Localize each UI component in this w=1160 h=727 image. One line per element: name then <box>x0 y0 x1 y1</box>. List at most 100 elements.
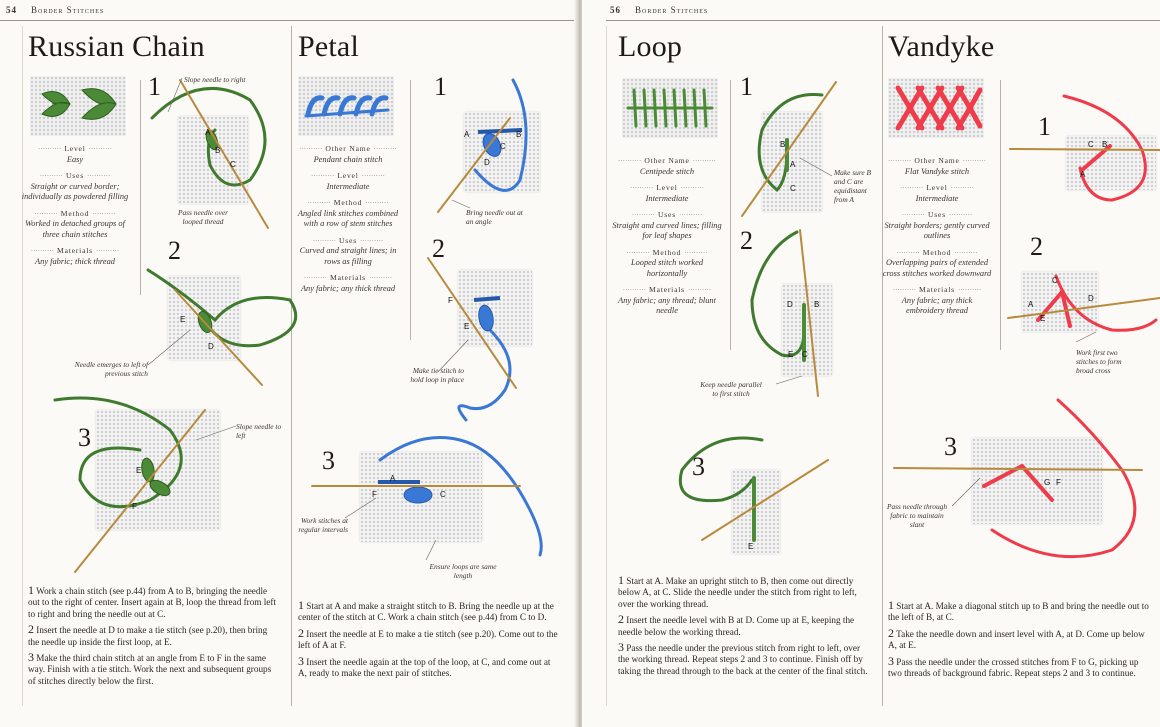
petal-canvas-3 <box>360 452 482 542</box>
materials-value: Any fabric; any thick thread <box>300 283 396 293</box>
petal-step-1: 1 <box>434 72 447 101</box>
uses-value: Straight and curved lines; filling for l… <box>612 220 722 241</box>
level-label: Level <box>882 183 992 194</box>
materials-value: Any fabric; any thread; blunt needle <box>618 295 716 316</box>
loop-canvas-2 <box>782 284 832 376</box>
other-name-label: Other Name <box>293 144 403 155</box>
method-value: Looped stitch worked horizontally <box>630 258 704 278</box>
petal-instructions: 1 Start at A and make a straight stitch … <box>298 599 560 683</box>
petal-letter-b: B <box>516 130 522 139</box>
instruction-3: 3 Pass the needle under the crossed stit… <box>888 653 1139 679</box>
level-value: Intermediate <box>326 181 370 191</box>
russian-chain-letter-f: F <box>132 502 137 511</box>
other-name-value: Centipede stitch <box>639 166 695 176</box>
ann-make-sure: Make sure B and C are equidistant from A <box>834 168 872 204</box>
uses-label: Uses <box>612 210 722 221</box>
loop-swatch <box>622 78 718 138</box>
vandyke-diagrams <box>893 94 1160 559</box>
vandyke-letter-g: G <box>1044 478 1051 487</box>
other-name-label: Other Name <box>612 156 722 167</box>
loop-inner-rule <box>730 80 731 350</box>
uses-label: Uses <box>882 210 992 221</box>
loop-title: Loop <box>618 30 683 63</box>
petal-letter-c2: C <box>440 490 446 499</box>
materials-value: Any fabric; thick thread <box>35 256 115 266</box>
petal-letter-a2: A <box>390 474 396 483</box>
running-head-left: 54 Border Stitches <box>6 5 104 15</box>
vandyke-title: Vandyke <box>888 30 995 63</box>
loop-swatch-art <box>626 88 714 128</box>
other-name-value: Flat Vandyke stitch <box>904 166 970 176</box>
russian-chain-instructions: 1 Work a chain stitch (see p.44) from A … <box>28 583 280 691</box>
section-name-right: Border Stitches <box>635 5 709 15</box>
loop-letter-d: D <box>787 300 793 309</box>
loop-diagrams <box>679 81 837 542</box>
loop-letter-c2: C <box>802 350 808 359</box>
materials-label: Materials <box>882 285 992 296</box>
column-divider-right <box>882 26 883 706</box>
ann-ensure-loops: Ensure loops are same length <box>429 562 497 580</box>
russian-chain-swatch <box>30 76 126 136</box>
petal-info: Other Name Pendant chain stitch Level In… <box>293 138 403 294</box>
loop-letter-b: B <box>780 140 786 149</box>
ann-work-first: Work first two stitches to form broad cr… <box>1076 348 1122 375</box>
page-number-left: 54 <box>6 5 17 15</box>
ann-tie-stitch: Make tie stitch to hold loop in place <box>410 366 464 384</box>
russian-chain-letter-e2: E <box>136 466 142 475</box>
left-page: 54 Border Stitches Russian Chain Level Ea… <box>0 0 578 727</box>
instruction-2: 2 Insert the needle at D to make a tie s… <box>28 622 268 647</box>
vandyke-step-3: 3 <box>944 432 957 461</box>
ann-work-stitches: Work stitches at regular intervals <box>298 516 348 534</box>
instruction-1: 1 Start at A. Make an upright stitch to … <box>618 573 857 609</box>
vandyke-step-2: 2 <box>1030 232 1043 261</box>
petal-letter-d: D <box>484 158 490 167</box>
method-label: Method <box>882 248 992 259</box>
loop-letter-e: E <box>788 350 794 359</box>
petal-letter-e: E <box>464 322 470 331</box>
margin-rule-right <box>606 26 607 706</box>
vandyke-info: Other Name Flat Vandyke stitch Level Int… <box>882 150 992 317</box>
russian-chain-info: Level Easy Uses Straight or curved borde… <box>20 138 130 267</box>
russian-chain-title: Russian Chain <box>28 30 205 63</box>
vandyke-letter-a: A <box>1080 170 1086 179</box>
materials-label: Materials <box>612 285 722 296</box>
ann-pass-through: Pass needle through fabric to maintain s… <box>886 502 948 529</box>
russian-chain-swatch-art <box>41 88 117 120</box>
petal-swatch-art <box>304 95 390 118</box>
vandyke-letter-e: E <box>1040 314 1046 323</box>
petal-letter-f: F <box>448 296 453 305</box>
loop-letter-e2: E <box>748 542 754 551</box>
russian-chain-letter-e: E <box>180 315 186 324</box>
instruction-1: 1 Start at A. Make a diagonal stitch up … <box>888 598 1149 623</box>
instruction-3: 3 Make the third chain stitch at an angl… <box>28 650 272 686</box>
materials-label: Materials <box>20 246 130 257</box>
level-value: Intermediate <box>915 193 959 203</box>
russian-chain-step-3: 3 <box>78 423 91 452</box>
vandyke-letter-c: C <box>1088 140 1094 149</box>
other-name-value: Pendant chain stitch <box>313 154 383 164</box>
method-value: Worked in detached groups of three chain… <box>25 219 125 239</box>
vandyke-swatch <box>888 78 984 138</box>
section-name-left: Border Stitches <box>31 5 105 15</box>
level-label: Level <box>293 171 403 182</box>
header-rule-right <box>606 20 1160 21</box>
method-label: Method <box>293 198 403 209</box>
loop-letter-b2: B <box>814 300 820 309</box>
ann-keep-parallel: Keep needle parallel to first stitch <box>700 380 762 398</box>
vandyke-canvas-2 <box>1022 272 1098 332</box>
materials-value: Any fabric; any thick embroidery thread <box>901 295 973 316</box>
method-label: Method <box>20 209 130 220</box>
uses-value: Straight or curved border; individually … <box>21 181 129 202</box>
petal-title: Petal <box>298 30 359 63</box>
level-value: Easy <box>66 154 84 164</box>
uses-value: Curved and straight lines; in rows as fi… <box>299 246 397 266</box>
petal-swatch <box>298 76 394 136</box>
loop-instructions: 1 Start at A. Make an upright stitch to … <box>618 573 868 681</box>
instruction-2: 2 Insert the needle at E to make a tie s… <box>298 625 558 651</box>
loop-letter-a: A <box>790 160 796 169</box>
instruction-3: 3 Insert the needle again at the top of … <box>298 653 551 679</box>
level-value: Intermediate <box>645 193 689 203</box>
instruction-1: 1 Work a chain stitch (see p.44) from A … <box>28 583 276 619</box>
